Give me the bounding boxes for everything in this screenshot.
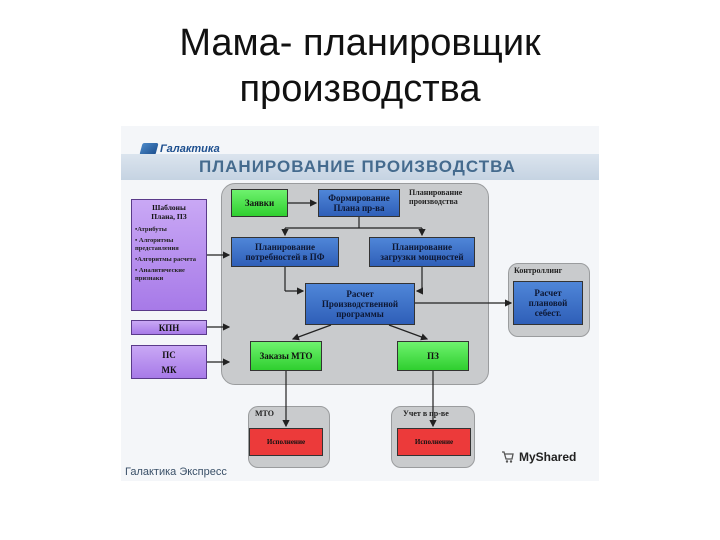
templates-item-calc-algorithms: •Алгоритмы расчета [135,256,197,263]
footer-text: Галактика Экспресс [125,466,227,478]
header-bar [121,154,599,180]
plan-load-box: Планирование загрузки мощностей [369,237,475,267]
templates-box: Шаблоны Плана, ПЗ •Атрибуты • Алгоритмы … [131,199,207,311]
ps-mk-box: ПС МК [131,345,207,379]
arrow-calc-to-zakazy [291,324,332,341]
connector-arrows [207,199,513,428]
galaktika-logo: Галактика [139,140,220,158]
calc-cost-line-2: плановой [528,298,568,308]
planning-label-line-2: производства [409,197,458,206]
mto-panel-label: МТО [255,409,275,418]
planning-label-line-1: Планирование [409,188,463,197]
exec-acc-box: Исполнение [397,428,471,456]
diagram-title: ПЛАНИРОВАНИЕ ПРОИЗВОДСТВА [199,157,516,176]
calc-cost-line-3: себест. [534,308,562,318]
templates-item-attributes: •Атрибуты [135,226,167,233]
calc-cost-line-1: Расчет [534,288,562,298]
templates-item-display-algorithms: • Алгоритмы представления [135,237,179,252]
exec-mto-box: Исполнение [249,428,323,456]
pz-box: ПЗ [397,341,469,371]
planning-panel-label: Планирование производства [409,188,462,206]
slide-title: Мама- планировщик производства [0,20,720,112]
calc-prog-line-3: программы [336,309,384,319]
watermark-text: MyShared [519,450,577,464]
logo-text: Галактика [160,143,220,155]
mk-label: МК [161,364,177,375]
plan-pf-box: Планирование потребностей в ПФ [231,237,339,267]
templates-item-analytic-attributes: • Аналитические признаки [135,267,185,282]
arrow-calc-to-pz [388,324,429,341]
formirovanie-line-1: Формирование [328,193,390,203]
calc-prog-line-1: Расчет [346,289,374,299]
zakazy-mto-box: Заказы МТО [250,341,322,371]
kpn-box: КПН [131,320,207,335]
calc-cost-box: Расчет плановой себест. [513,281,583,325]
plan-pf-line-1: Планирование [255,242,315,252]
templates-title: Шаблоны Плана, ПЗ [132,203,206,221]
formirovanie-box: Формирование Плана пр-ва [318,189,400,217]
calc-prog-line-2: Производственной [321,299,399,309]
ps-label: ПС [162,349,176,360]
cart-icon [502,451,514,463]
plan-load-line-2: загрузки мощностей [380,252,464,262]
templates-title-line-1: Шаблоны [152,203,186,212]
slide-title-line-2: производства [239,68,481,110]
templates-title-line-2: Плана, ПЗ [151,212,187,221]
watermark: MyShared [501,450,576,464]
controlling-panel-label: Контроллинг [514,266,563,275]
slide-title-line-1: Мама- планировщик [179,22,541,64]
plan-pf-line-2: потребностей в ПФ [245,252,325,262]
plan-load-line-1: Планирование [392,242,452,252]
diagram-figure: Галактика ПЛАНИРОВАНИЕ ПРОИЗВОДСТВА План… [121,126,599,481]
calc-prog-box: Расчет Производственной программы [305,283,415,325]
accounting-panel-label: Учет в пр-ве [403,409,449,418]
formirovanie-line-2: Плана пр-ва [333,203,385,213]
zayavki-box: Заявки [231,189,288,217]
templates-list: •Атрибуты • Алгоритмы представления •Алг… [135,226,201,286]
